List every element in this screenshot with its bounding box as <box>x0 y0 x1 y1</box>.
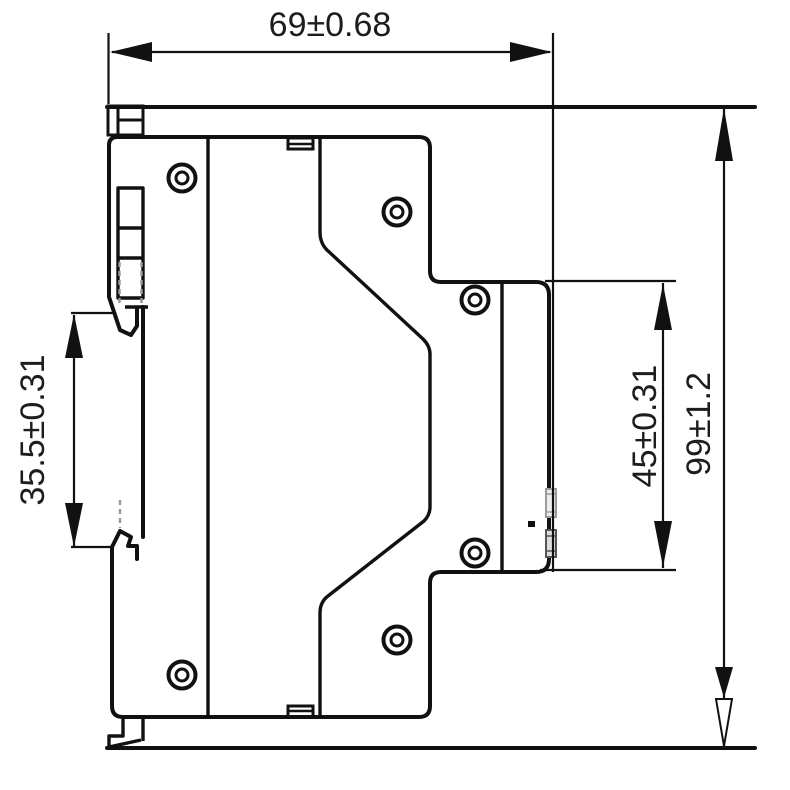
dimension-label-rail-height: 35.5±0.31 <box>14 354 52 505</box>
dimension-top-width: 69±0.68 <box>107 6 555 572</box>
dimension-rail-height: 35.5±0.31 <box>14 311 114 549</box>
arrowhead-up <box>715 108 733 161</box>
indicator-mark <box>528 521 535 527</box>
arrowhead-down <box>654 521 672 567</box>
screw-top-middle <box>381 196 413 228</box>
device-outline <box>110 135 551 719</box>
top-edge-tab <box>286 136 315 151</box>
dimension-overall-height: 99±1.2 <box>680 107 734 747</box>
screw-block-top <box>459 284 491 316</box>
bottom-clip-foot <box>107 717 145 749</box>
wire-clamp-lower <box>545 529 557 558</box>
screw-bottom-left <box>166 659 198 691</box>
screw-bottom-middle <box>381 624 413 656</box>
left-edge-bottom-claw <box>110 529 139 708</box>
screw-top-left <box>166 162 198 194</box>
arrowhead-right <box>510 42 552 62</box>
arrowhead-left <box>110 42 152 62</box>
left-edge-top-claw <box>107 135 139 337</box>
arrowhead-down-filled <box>715 667 733 698</box>
dimension-label-terminal-height: 45±0.31 <box>626 365 664 488</box>
screw-block-bottom <box>459 537 491 569</box>
bottom-edge-tab <box>286 704 315 719</box>
arrowhead-down <box>65 503 83 547</box>
dimension-terminal-height: 45±0.31 <box>540 279 676 572</box>
arrowhead-down-hollow <box>714 698 734 747</box>
dimension-label-overall-height: 99±1.2 <box>680 372 718 476</box>
rail-latch <box>116 186 145 528</box>
latch-hidden-lines <box>118 262 143 528</box>
dimension-label-top-width: 69±0.68 <box>269 6 392 44</box>
wire-clamp-upper <box>545 488 557 518</box>
top-mounting-clip <box>106 104 145 137</box>
interior-contour <box>318 137 432 717</box>
arrowhead-up <box>65 314 83 358</box>
arrowhead-up <box>654 284 672 330</box>
